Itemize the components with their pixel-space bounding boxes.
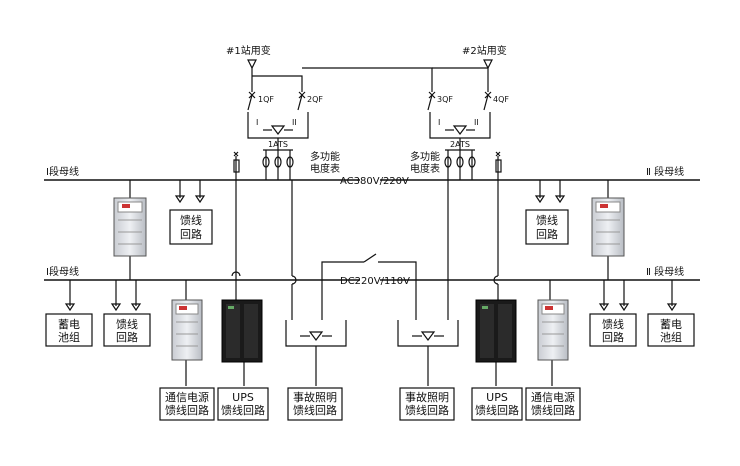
comm-left-line2: 馈线回路 — [165, 404, 209, 417]
dc-tie-switch — [231, 253, 417, 280]
dc-bus-left-label: Ⅰ段母线 — [46, 267, 79, 278]
ac-feeder-right-box — [525, 209, 569, 245]
charger-cabinet-ac-left — [113, 197, 147, 257]
comm-right-box — [525, 387, 581, 421]
ups-cabinet-right — [475, 299, 517, 363]
ac-feeder-right-line2: 回路 — [536, 228, 558, 241]
ac-feeder-left-lines — [129, 180, 206, 204]
dc-feeder-right-line1: 馈线 — [602, 318, 624, 331]
ct-meters — [233, 149, 502, 180]
dc-feeder-right-box — [589, 313, 637, 347]
comm-left-line1: 通信电源 — [165, 391, 209, 404]
battery-right-box — [647, 313, 695, 347]
comm-cabinet-left — [171, 299, 203, 361]
emerg-right-box — [399, 387, 455, 421]
battery-left-line1: 蓄电 — [58, 318, 80, 331]
battery-left-line2: 池组 — [58, 331, 80, 344]
meter-left-line1: 多功能 — [310, 152, 340, 163]
ats-right — [429, 112, 491, 150]
ups-right-line2: 馈线回路 — [475, 404, 519, 417]
emerg-left-line2: 馈线回路 — [293, 404, 337, 417]
ats-right-input-2: II — [474, 118, 479, 127]
comm-left-box — [159, 387, 215, 421]
battery-left-box — [45, 313, 93, 347]
dc-feeder-left-line1: 馈线 — [116, 318, 138, 331]
breaker-4qf-label: 4QF — [493, 95, 509, 104]
dc-bus-right-label: Ⅱ 段母线 — [646, 267, 685, 278]
battery-right-line2: 池组 — [660, 331, 682, 344]
source-feeds — [247, 59, 493, 92]
ac-feeder-left-box — [169, 209, 213, 245]
ats-right-input-1: I — [438, 118, 441, 127]
ac-bus-left-label: Ⅰ段母线 — [46, 167, 79, 178]
ats-left-input-2: II — [292, 118, 297, 127]
ats-2-label: 2ATS — [450, 140, 470, 149]
ups-left-line2: 馈线回路 — [221, 404, 265, 417]
breakers — [247, 91, 492, 111]
meter-right-line1: 多功能 — [410, 152, 440, 163]
source-2-label: #2站用变 — [462, 46, 507, 57]
ac-feeder-right-lines — [534, 180, 609, 204]
dc-feeder-right-lines — [549, 280, 678, 312]
emergency-ats-right — [397, 280, 459, 386]
ats-1-label: 1ATS — [268, 140, 288, 149]
ups-left-line1: UPS — [232, 391, 254, 404]
emerg-left-line1: 事故照明 — [293, 391, 337, 404]
dc-feeder-left-lines — [64, 280, 187, 312]
ac-voltage-label: AC380V/220V — [340, 176, 409, 187]
ac-bus-right-label: Ⅱ 段母线 — [646, 167, 685, 178]
ups-right-line1: UPS — [486, 391, 508, 404]
emerg-right-line2: 馈线回路 — [405, 404, 449, 417]
comm-right-line2: 馈线回路 — [531, 404, 575, 417]
comm-cabinet-right — [537, 299, 569, 361]
ac-feeder-left-line2: 回路 — [180, 228, 202, 241]
dc-feeder-left-box — [103, 313, 151, 347]
emergency-ats-left — [285, 280, 347, 386]
meter-right-line2: 电度表 — [410, 164, 440, 175]
emerg-right-line1: 事故照明 — [405, 391, 449, 404]
bottom-drops — [185, 360, 553, 386]
meter-left-line2: 电度表 — [310, 164, 340, 175]
ups-right-box — [471, 387, 523, 421]
ats-left-input-1: I — [256, 118, 259, 127]
ups-cabinet-left — [221, 299, 263, 363]
ac-feeder-left-line1: 馈线 — [180, 214, 202, 227]
ac-feeder-right-line1: 馈线 — [536, 214, 558, 227]
breaker-3qf-label: 3QF — [437, 95, 453, 104]
emerg-left-box — [287, 387, 343, 421]
source-1-label: #1站用变 — [226, 46, 271, 57]
dc-feeder-left-line2: 回路 — [116, 331, 138, 344]
dc-feeder-right-line2: 回路 — [602, 331, 624, 344]
ups-left-box — [217, 387, 269, 421]
breaker-2qf-label: 2QF — [307, 95, 323, 104]
breaker-1qf-label: 1QF — [258, 95, 274, 104]
battery-right-line1: 蓄电 — [660, 318, 682, 331]
charger-cabinet-ac-right — [591, 197, 625, 257]
inter-bus-lines — [129, 180, 609, 320]
ats-left — [247, 112, 309, 150]
comm-right-line1: 通信电源 — [531, 391, 575, 404]
dc-voltage-label: DC220V/110V — [340, 276, 410, 287]
